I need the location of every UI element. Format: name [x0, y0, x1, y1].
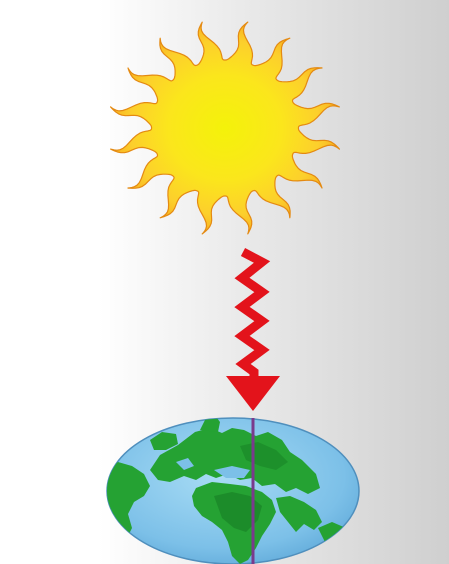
earth [106, 414, 359, 564]
arrow-head [226, 376, 280, 411]
zigzag-ray [242, 252, 262, 382]
radiation-arrow [226, 252, 280, 411]
sun [111, 22, 340, 234]
sun-rays [111, 22, 340, 234]
